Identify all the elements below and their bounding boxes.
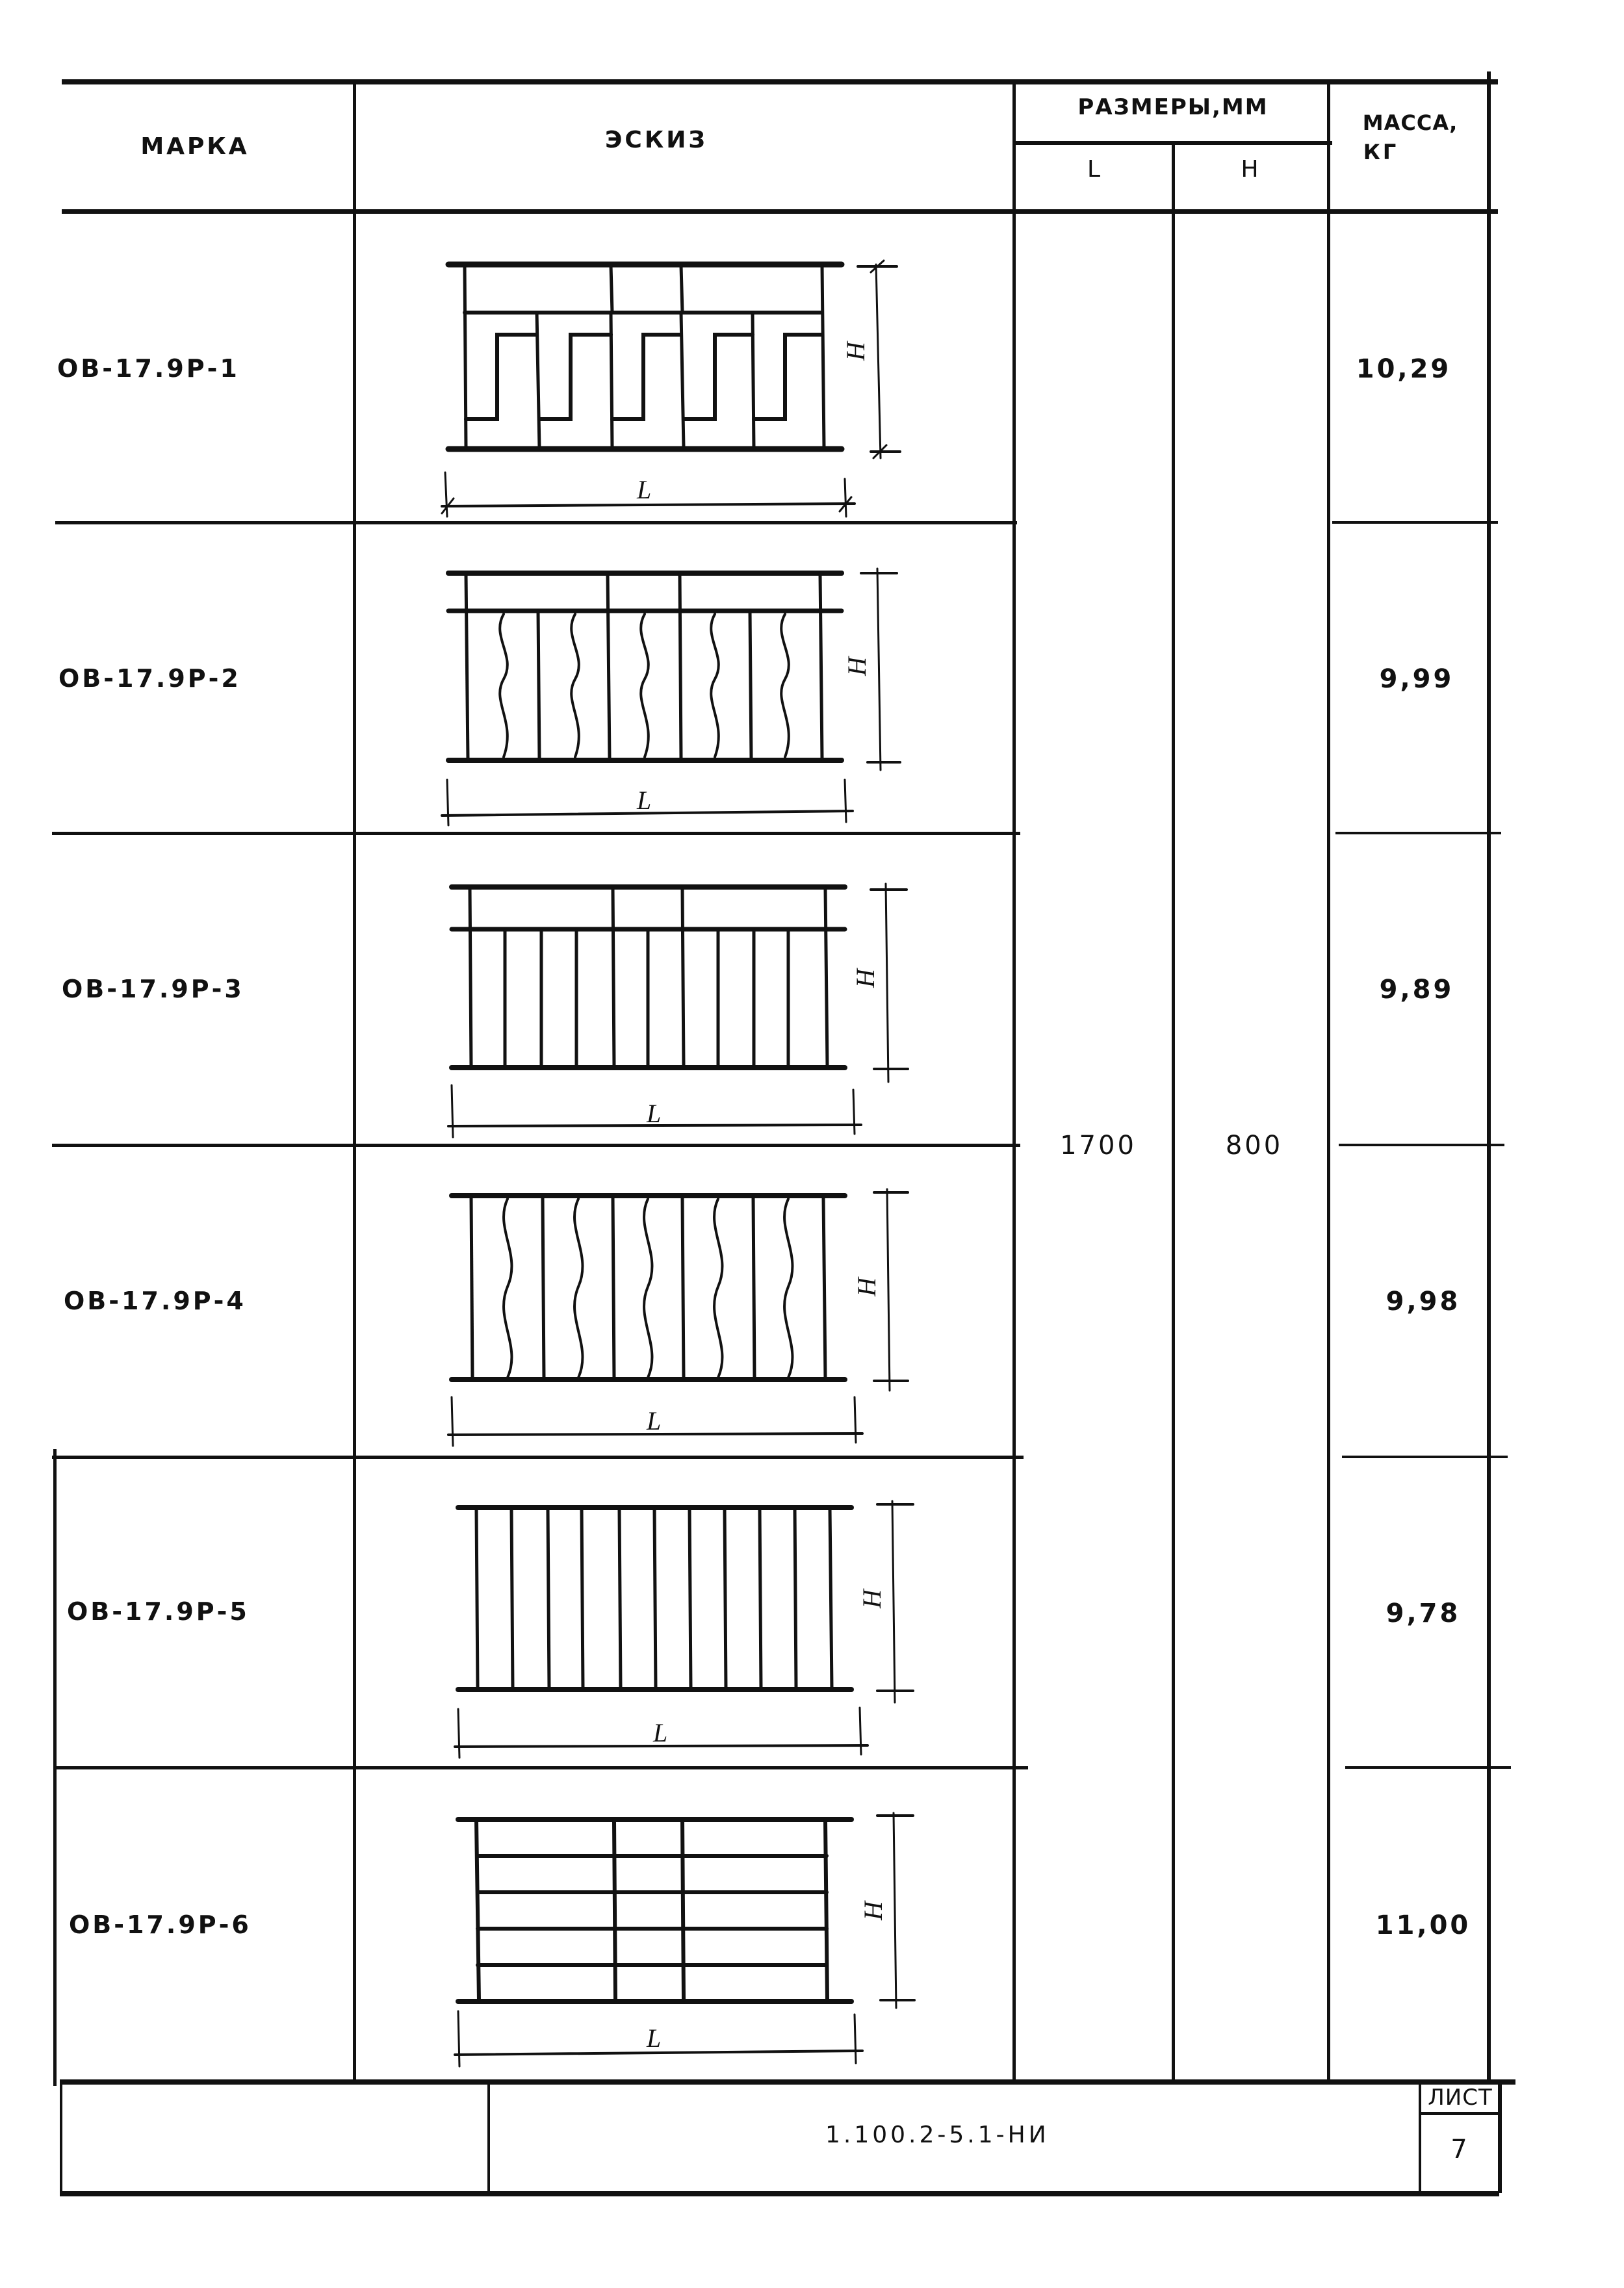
- sketch-row-2-wavy-grille-top-rail: H L: [441, 565, 936, 827]
- header-bottom-border: [62, 209, 1498, 214]
- col-divider-l: [1172, 143, 1175, 2083]
- header-mass-line1: МАССА,: [1362, 110, 1458, 135]
- col-divider-sketch: [1012, 81, 1016, 2083]
- sketch-row-5-straight-grille: H L: [452, 1500, 946, 1761]
- sketch-label-l: L: [636, 475, 651, 504]
- svg-text:H: H: [857, 1588, 886, 1609]
- sketch-row-1-meander-grille: H L: [441, 257, 936, 518]
- header-dim-h: H: [1241, 156, 1261, 183]
- title-block-bottom-border: [60, 2191, 1499, 2196]
- svg-text:H: H: [851, 968, 880, 988]
- title-block-right-border: [1498, 2079, 1502, 2193]
- mark-row-3: ОВ-17.9Р-3: [62, 975, 244, 1003]
- table-right-border: [1487, 71, 1491, 2083]
- document-code: 1.100.2-5.1-НИ: [825, 2122, 1050, 2148]
- row-divider: [52, 832, 1020, 835]
- row-divider: [52, 1144, 1020, 1147]
- table-left-fragment: [53, 1449, 57, 2086]
- row-divider: [1335, 832, 1501, 834]
- title-block-left-border: [60, 2083, 62, 2196]
- header-mark: МАРКА: [140, 133, 250, 160]
- mass-row-2: 9,99: [1379, 664, 1454, 694]
- mass-row-1: 10,29: [1356, 354, 1452, 384]
- sketch-label-h: H: [841, 341, 870, 361]
- sheet-cell-left-border: [1419, 2079, 1421, 2196]
- col-divider-mark: [353, 81, 356, 2083]
- row-divider: [1345, 1766, 1511, 1769]
- sheet-cell-divider: [1420, 2112, 1499, 2115]
- svg-text:L: L: [636, 786, 651, 815]
- mark-row-2: ОВ-17.9Р-2: [58, 664, 241, 693]
- row-divider: [1342, 1456, 1508, 1458]
- row-divider: [55, 521, 1017, 524]
- header-mass-line2: КГ: [1363, 140, 1399, 164]
- mark-row-5: ОВ-17.9Р-5: [67, 1597, 250, 1626]
- row-divider: [52, 1456, 1024, 1459]
- row-divider: [1332, 521, 1498, 524]
- row-divider: [1339, 1144, 1504, 1146]
- svg-text:H: H: [858, 1900, 888, 1921]
- svg-text:L: L: [652, 1718, 667, 1747]
- col-divider-h: [1327, 81, 1330, 2083]
- title-block-divider: [487, 2083, 490, 2196]
- mark-row-4: ОВ-17.9Р-4: [64, 1287, 246, 1315]
- mass-row-5: 9,78: [1386, 1599, 1461, 1628]
- mass-row-4: 9,98: [1386, 1287, 1461, 1317]
- sketch-row-3-straight-grille-top-rail: H L: [445, 880, 939, 1140]
- table-bottom-border: [60, 2079, 1515, 2085]
- svg-text:H: H: [842, 656, 871, 676]
- mass-row-6: 11,00: [1375, 1910, 1471, 1940]
- sheet-label: ЛИСТ: [1428, 2085, 1493, 2111]
- sketch-row-6-horizontal-grille: H L: [452, 1812, 946, 2073]
- dimension-h-value: 800: [1225, 1131, 1283, 1161]
- svg-text:L: L: [646, 1099, 661, 1128]
- header-sketch: ЭСКИЗ: [605, 127, 708, 153]
- sheet-number: 7: [1450, 2135, 1470, 2165]
- header-dim-l: L: [1087, 156, 1103, 183]
- svg-text:L: L: [646, 2024, 661, 2053]
- mark-row-1: ОВ-17.9Р-1: [57, 354, 240, 383]
- mark-row-6: ОВ-17.9Р-6: [69, 1910, 251, 1939]
- sketch-row-4-wavy-grille: H L: [445, 1188, 939, 1449]
- mass-row-3: 9,89: [1379, 975, 1454, 1005]
- table-top-border: [62, 79, 1498, 84]
- header-dimensions: РАЗМЕРЫ,ММ: [1077, 94, 1269, 120]
- svg-text:H: H: [852, 1276, 881, 1297]
- dimension-l-value: 1700: [1060, 1131, 1137, 1161]
- svg-text:L: L: [646, 1406, 661, 1435]
- row-divider: [53, 1766, 1028, 1769]
